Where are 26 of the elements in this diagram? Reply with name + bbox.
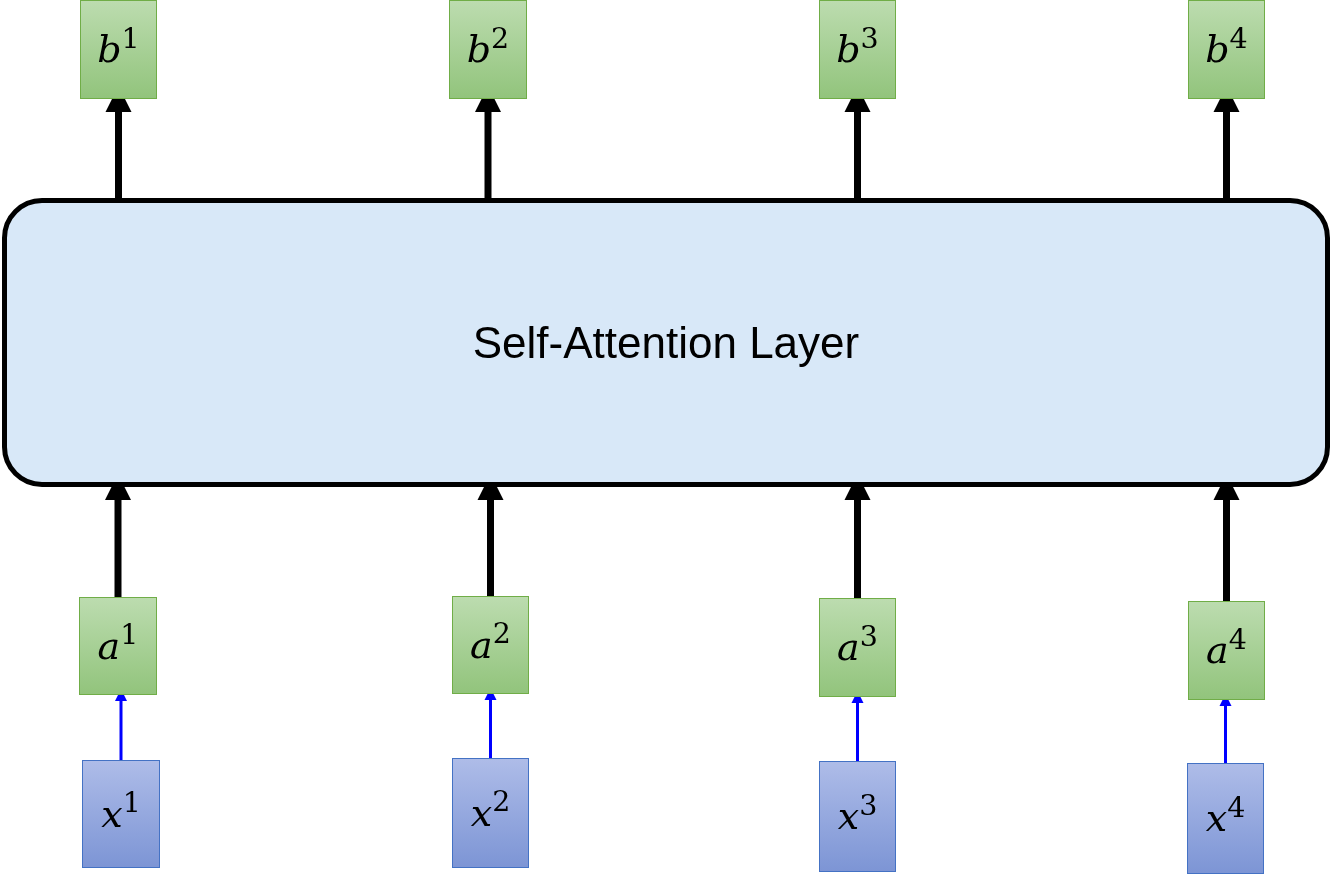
input-box	[1187, 763, 1264, 874]
vector-box	[452, 596, 529, 694]
node-label: a$^{4}$	[1206, 622, 1247, 674]
vector-box	[1188, 601, 1265, 700]
node-label: x$^{3}$	[837, 788, 878, 840]
input-box	[819, 761, 896, 872]
node-label: b$^{2}$	[466, 21, 510, 73]
node-label: Self-Attention Layer	[472, 316, 860, 369]
node-label: b$^{3}$	[836, 21, 879, 73]
vector-box	[1188, 0, 1265, 99]
vector-box	[819, 598, 896, 697]
input-box	[452, 758, 529, 868]
vector-box	[79, 597, 157, 695]
node-label: x$^{4}$	[1205, 790, 1246, 842]
node-label: b$^{4}$	[1205, 21, 1248, 73]
node-label: a$^{1}$	[97, 617, 139, 670]
node-label: a$^{2}$	[470, 616, 511, 669]
input-box	[82, 760, 160, 868]
node-label: b$^{1}$	[97, 21, 140, 73]
vector-box	[819, 0, 896, 99]
vector-box	[449, 0, 527, 99]
layer-box	[2, 198, 1330, 487]
vector-box	[80, 0, 157, 99]
node-label: a$^{3}$	[837, 619, 878, 671]
node-label: x$^{1}$	[101, 785, 141, 838]
node-label: x$^{2}$	[470, 784, 511, 837]
